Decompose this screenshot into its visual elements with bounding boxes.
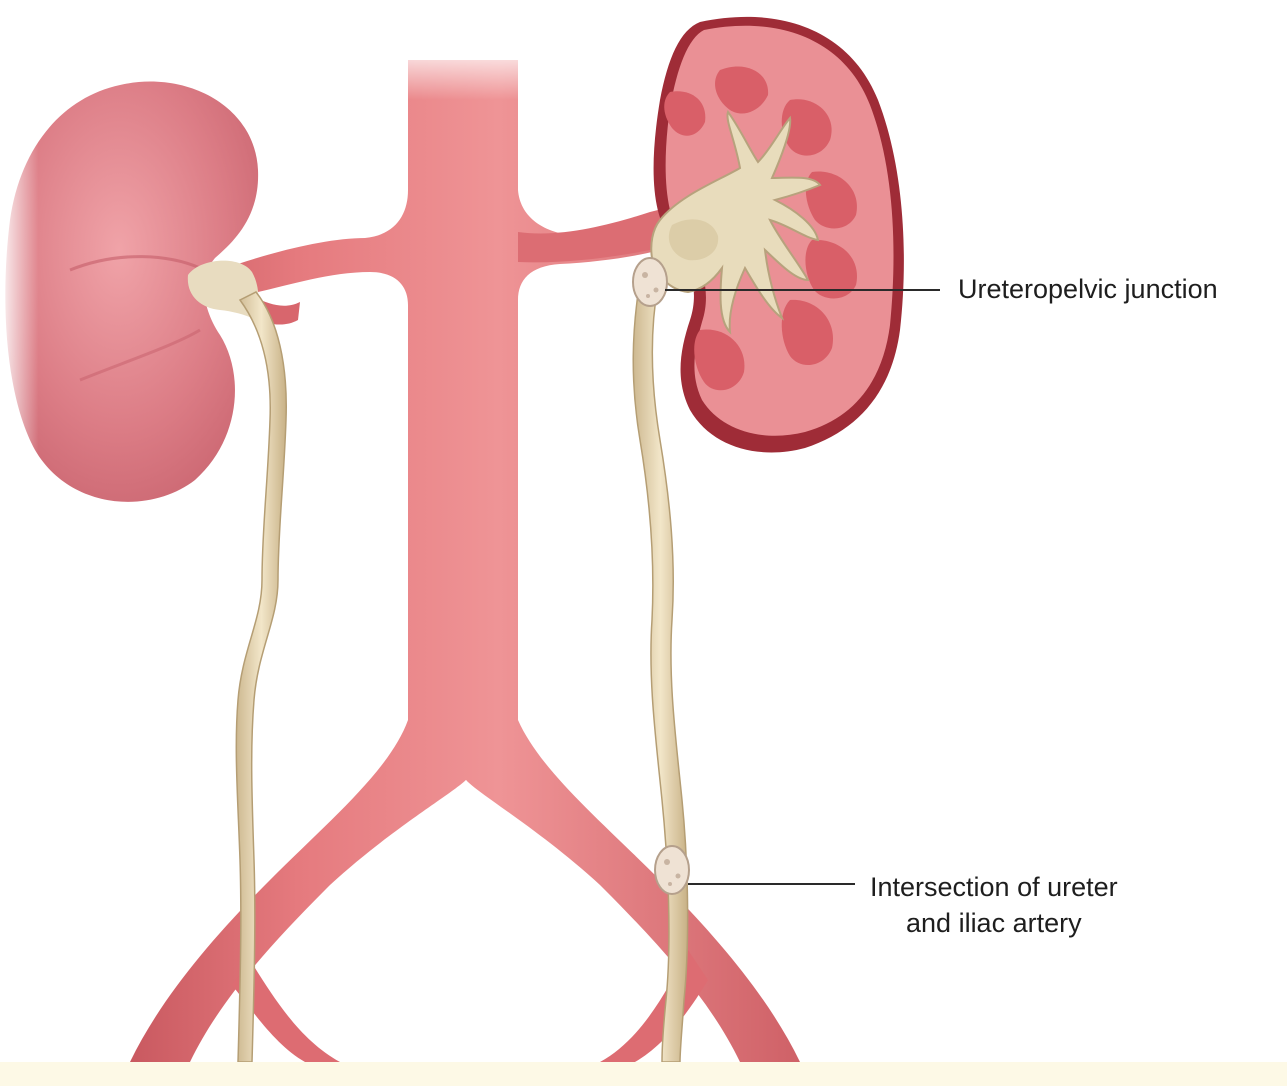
- ureteropelvic-junction-stone: [633, 258, 667, 306]
- ureteropelvic-junction-label: Ureteropelvic junction: [958, 271, 1218, 307]
- iliac-label-line-1: Intersection of ureter: [870, 869, 1118, 905]
- bottom-band: [0, 1062, 1287, 1086]
- iliac-label-line-2: and iliac artery: [870, 905, 1118, 941]
- iliac-intersection-stone: [655, 846, 689, 894]
- iliac-bifurcation-shadow: [232, 780, 700, 1062]
- iliac-intersection-label: Intersection of ureter and iliac artery: [870, 869, 1118, 941]
